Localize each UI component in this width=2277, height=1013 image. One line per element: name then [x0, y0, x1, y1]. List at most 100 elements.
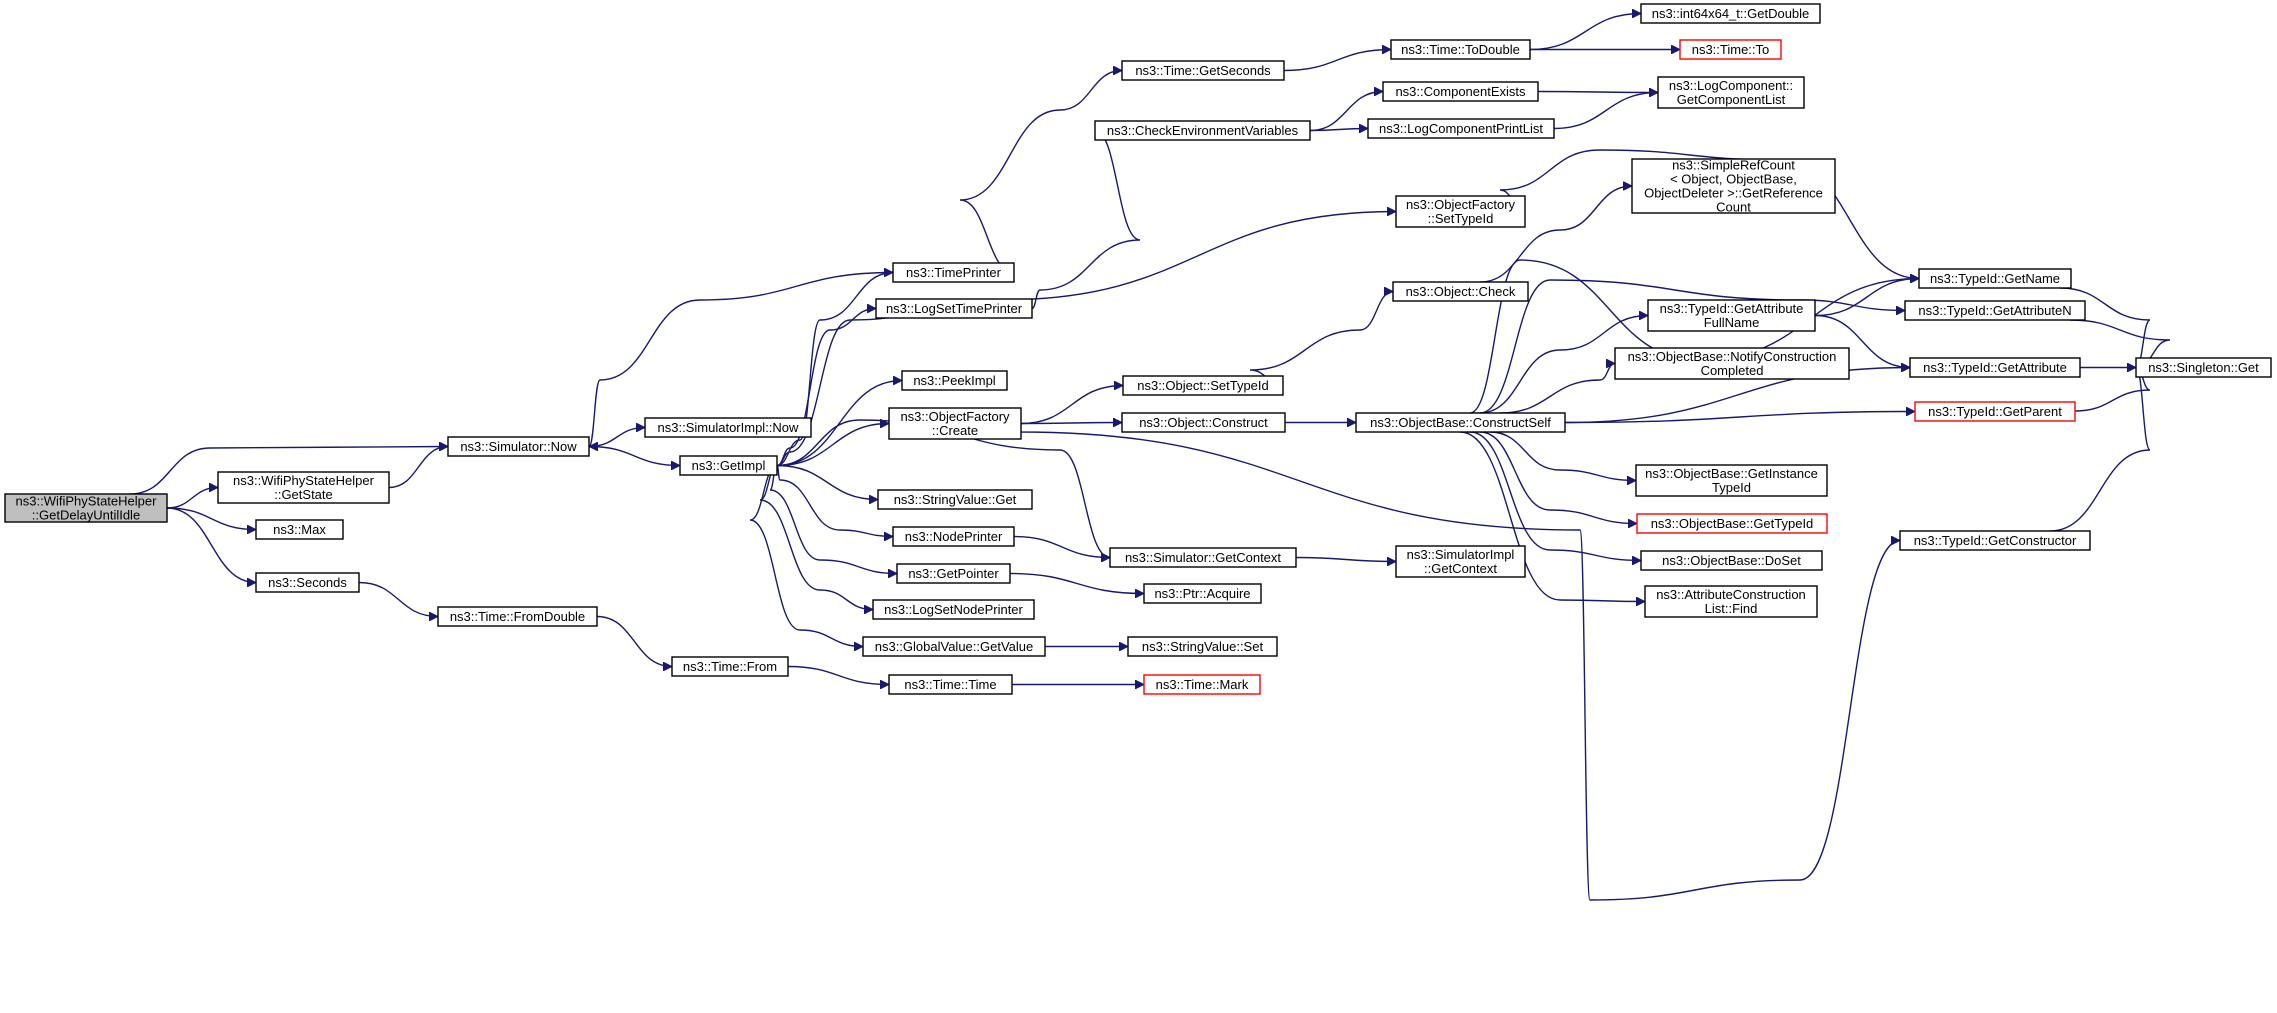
- node-simgetctx[interactable]: ns3::Simulator::GetContext: [1109, 547, 1297, 568]
- node-ofcreate[interactable]: ns3::ObjectFactory::Create: [888, 407, 1022, 440]
- node-timeprinter[interactable]: ns3::TimePrinter: [892, 262, 1015, 283]
- node-box[interactable]: [1899, 530, 2091, 551]
- node-box[interactable]: [1121, 60, 1285, 81]
- node-logcompprint[interactable]: ns3::LogComponentPrintList: [1367, 118, 1555, 139]
- node-box[interactable]: [1127, 636, 1278, 657]
- node-getstate[interactable]: ns3::WifiPhyStateHelper::GetState: [217, 471, 390, 504]
- node-checkenv[interactable]: ns3::CheckEnvironmentVariables: [1094, 120, 1311, 141]
- node-box[interactable]: [1904, 300, 2086, 321]
- node-box[interactable]: [896, 563, 1011, 584]
- node-singleton[interactable]: ns3::Singleton::Get: [2135, 357, 2272, 378]
- node-seconds[interactable]: ns3::Seconds: [255, 572, 360, 593]
- node-getparent[interactable]: ns3::TypeId::GetParent: [1914, 401, 2076, 422]
- node-objsettypeid[interactable]: ns3::Object::SetTypeId: [1122, 375, 1284, 396]
- node-box[interactable]: [1647, 299, 1816, 332]
- node-box[interactable]: [1109, 547, 1297, 568]
- node-todouble[interactable]: ns3::Time::ToDouble: [1390, 39, 1531, 60]
- node-box[interactable]: [1094, 120, 1311, 141]
- node-box[interactable]: [1614, 347, 1850, 380]
- node-box[interactable]: [1679, 39, 1782, 60]
- node-getcomplist[interactable]: ns3::LogComponent::GetComponentList: [1657, 76, 1805, 109]
- node-logsettime[interactable]: ns3::LogSetTimePrinter: [875, 298, 1033, 319]
- node-box[interactable]: [888, 674, 1013, 695]
- node-box[interactable]: [1635, 464, 1828, 497]
- node-box[interactable]: [1143, 674, 1261, 695]
- node-doset[interactable]: ns3::ObjectBase::DoSet: [1640, 550, 1823, 571]
- node-box[interactable]: [1122, 375, 1284, 396]
- node-objconstruct[interactable]: ns3::Object::Construct: [1121, 412, 1286, 433]
- node-box[interactable]: [217, 471, 390, 504]
- node-timeto[interactable]: ns3::Time::To: [1679, 39, 1782, 60]
- node-box[interactable]: [671, 656, 789, 677]
- node-box[interactable]: [4, 493, 168, 523]
- node-nodeprinter[interactable]: ns3::NodePrinter: [892, 526, 1015, 547]
- node-fromdouble[interactable]: ns3::Time::FromDouble: [437, 606, 598, 627]
- node-box[interactable]: [1918, 268, 2072, 289]
- node-box[interactable]: [892, 526, 1015, 547]
- node-timemark[interactable]: ns3::Time::Mark: [1143, 674, 1261, 695]
- node-strset[interactable]: ns3::StringValue::Set: [1127, 636, 1278, 657]
- node-box[interactable]: [888, 407, 1022, 440]
- node-now[interactable]: ns3::Simulator::Now: [447, 436, 590, 457]
- node-box[interactable]: [892, 262, 1015, 283]
- node-getattrn[interactable]: ns3::TypeId::GetAttributeN: [1904, 300, 2086, 321]
- node-box[interactable]: [862, 636, 1046, 657]
- node-box[interactable]: [872, 599, 1035, 620]
- node-box[interactable]: [1644, 585, 1818, 618]
- node-constructself[interactable]: ns3::ObjectBase::ConstructSelf: [1355, 412, 1566, 433]
- node-box[interactable]: [255, 519, 344, 540]
- node-root[interactable]: ns3::WifiPhyStateHelper::GetDelayUntilId…: [4, 493, 168, 523]
- node-getseconds[interactable]: ns3::Time::GetSeconds: [1121, 60, 1285, 81]
- node-box[interactable]: [679, 455, 778, 476]
- node-box[interactable]: [1631, 158, 1836, 214]
- node-compexists[interactable]: ns3::ComponentExists: [1382, 81, 1539, 102]
- node-box[interactable]: [644, 417, 812, 438]
- node-box[interactable]: [1640, 550, 1823, 571]
- node-box[interactable]: [1355, 412, 1566, 433]
- node-logsetnode[interactable]: ns3::LogSetNodePrinter: [872, 599, 1035, 620]
- node-box[interactable]: [255, 572, 360, 593]
- node-box[interactable]: [877, 489, 1033, 510]
- node-box[interactable]: [875, 298, 1033, 319]
- node-strget[interactable]: ns3::StringValue::Get: [877, 489, 1033, 510]
- node-box[interactable]: [2135, 357, 2272, 378]
- node-max[interactable]: ns3::Max: [255, 519, 344, 540]
- node-ofsettypeid[interactable]: ns3::ObjectFactory::SetTypeId: [1395, 195, 1526, 228]
- node-box[interactable]: [1395, 545, 1526, 578]
- node-gvgetvalue[interactable]: ns3::GlobalValue::GetValue: [862, 636, 1046, 657]
- node-box[interactable]: [437, 606, 598, 627]
- node-box[interactable]: [1382, 81, 1539, 102]
- node-ptracquire[interactable]: ns3::Ptr::Acquire: [1143, 583, 1262, 604]
- node-int64[interactable]: ns3::int64x64_t::GetDouble: [1640, 3, 1821, 24]
- node-box[interactable]: [1909, 357, 2081, 378]
- node-box[interactable]: [1395, 195, 1526, 228]
- node-obgettypeid[interactable]: ns3::ObjectBase::GetTypeId: [1636, 513, 1828, 534]
- node-box[interactable]: [1657, 76, 1805, 109]
- node-getattr[interactable]: ns3::TypeId::GetAttribute: [1909, 357, 2081, 378]
- node-getpointer[interactable]: ns3::GetPointer: [896, 563, 1011, 584]
- node-timetime[interactable]: ns3::Time::Time: [888, 674, 1013, 695]
- node-getname[interactable]: ns3::TypeId::GetName: [1918, 268, 2072, 289]
- node-box[interactable]: [1390, 39, 1531, 60]
- node-box[interactable]: [1640, 3, 1821, 24]
- node-simimplctx[interactable]: ns3::SimulatorImpl::GetContext: [1395, 545, 1526, 578]
- node-simimplnow[interactable]: ns3::SimulatorImpl::Now: [644, 417, 812, 438]
- node-box[interactable]: [1914, 401, 2076, 422]
- node-simplerefcount[interactable]: ns3::SimpleRefCount< Object, ObjectBase,…: [1631, 158, 1836, 215]
- node-box[interactable]: [1636, 513, 1828, 534]
- node-box[interactable]: [1121, 412, 1286, 433]
- node-getimpl[interactable]: ns3::GetImpl: [679, 455, 778, 476]
- node-box[interactable]: [901, 370, 1008, 391]
- node-box[interactable]: [447, 436, 590, 457]
- node-peekimpl[interactable]: ns3::PeekImpl: [901, 370, 1008, 391]
- node-from[interactable]: ns3::Time::From: [671, 656, 789, 677]
- node-box[interactable]: [1143, 583, 1262, 604]
- node-getconstructor[interactable]: ns3::TypeId::GetConstructor: [1899, 530, 2091, 551]
- node-objcheck[interactable]: ns3::Object::Check: [1392, 281, 1529, 302]
- node-notifyconstr[interactable]: ns3::ObjectBase::NotifyConstructionCompl…: [1614, 347, 1850, 380]
- node-box[interactable]: [1367, 118, 1555, 139]
- node-box[interactable]: [1392, 281, 1529, 302]
